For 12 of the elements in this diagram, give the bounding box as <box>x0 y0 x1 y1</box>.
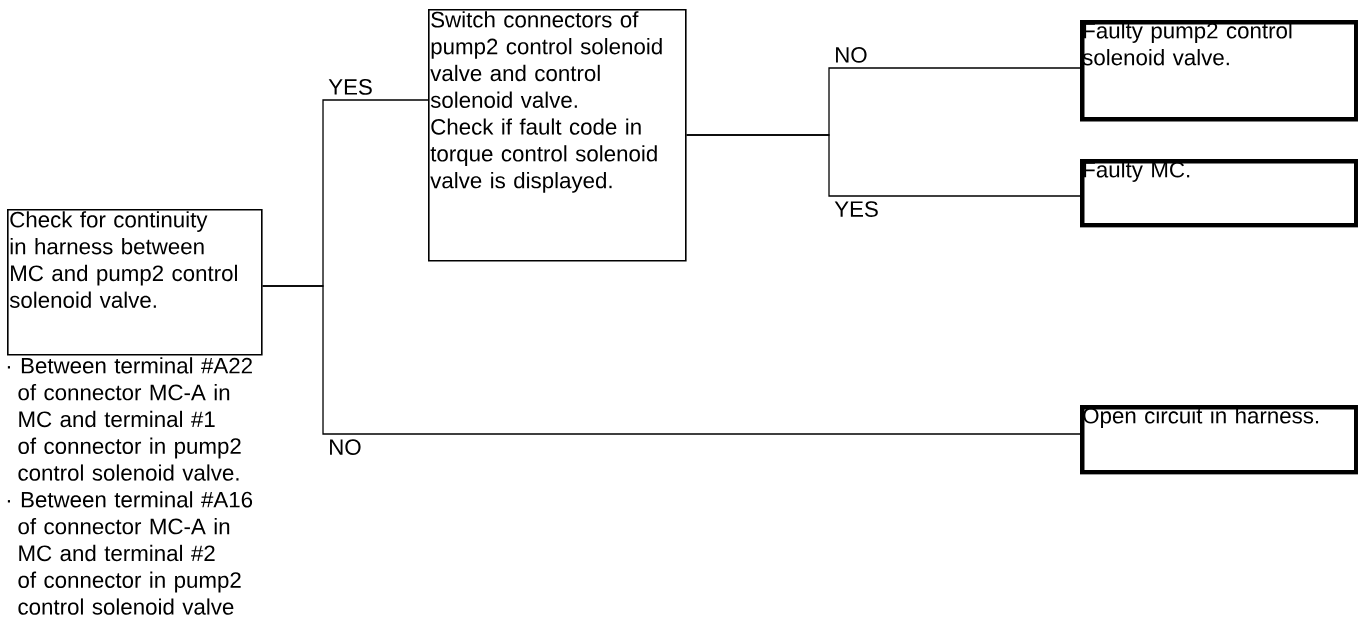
process-box: Check for continuity in harness between MC and pump2 control solenoid valve. <box>7 209 263 356</box>
connector-line <box>685 134 1081 197</box>
process-box: Switch connectors of pump2 control solenoid valve and control solenoid valve. Check if fault code in torque control solenoid valve is displayed. <box>428 9 687 262</box>
edge-label: NO <box>327 438 363 456</box>
edge-label: YES <box>833 200 880 218</box>
note-text: · Between terminal #A16 of connector MC-A in MC and terminal #2 of connector in pump2 control solenoid valve <box>7 491 253 615</box>
edge-label: NO <box>833 46 869 64</box>
result-box: Open circuit in harness. <box>1080 405 1358 475</box>
result-box: Faulty pump2 control solenoid valve. <box>1080 20 1358 122</box>
note-text: · Between terminal #A22 of connector MC-A in MC and terminal #1 of connector in pump2 control solenoid valve. <box>7 357 252 481</box>
connector-line <box>261 285 1081 435</box>
edge-label: YES <box>327 78 374 96</box>
